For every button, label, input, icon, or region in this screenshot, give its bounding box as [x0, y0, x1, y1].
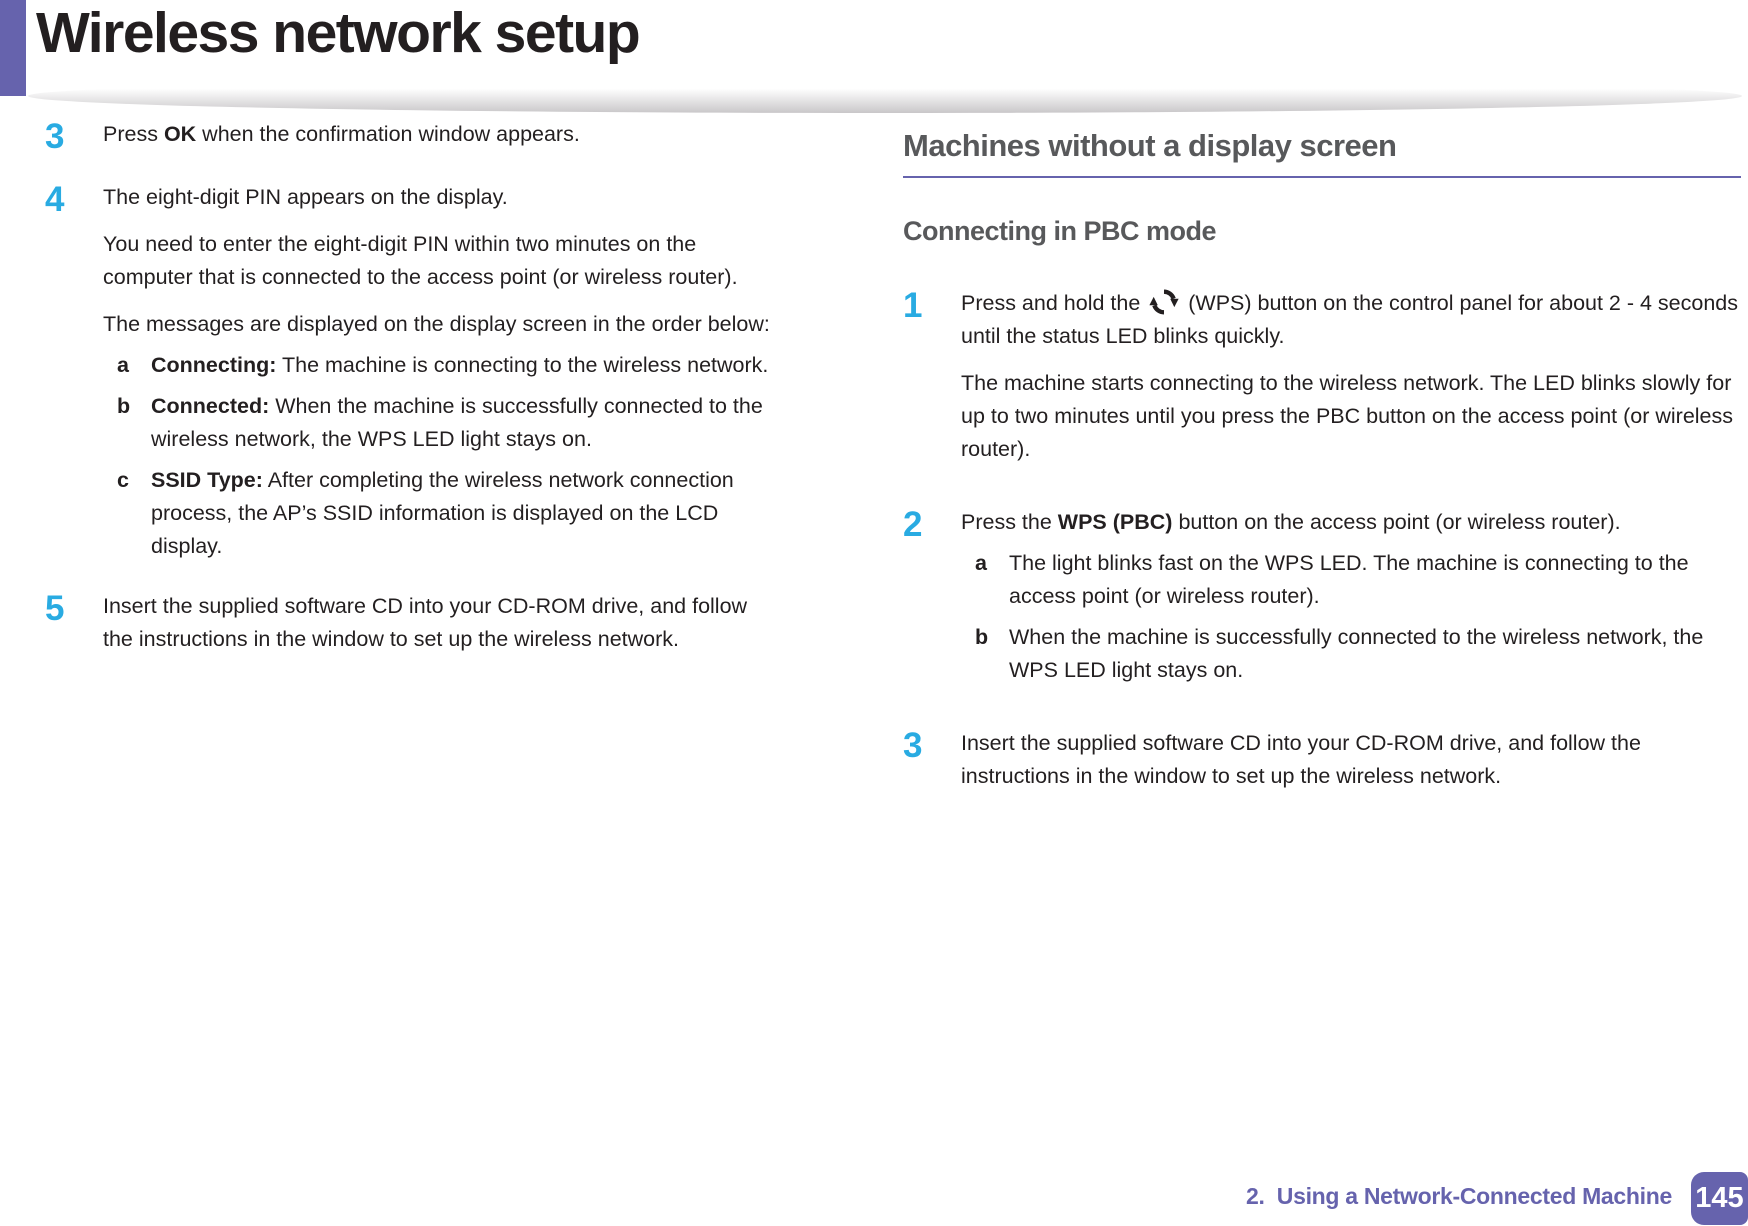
list-item-letter: a — [117, 353, 129, 377]
step-text: The eight-digit PIN appears on the displ… — [103, 181, 775, 563]
list-item-text: When the machine is successfully connect… — [1009, 625, 1704, 682]
step-text-post: (WPS) button on the control panel for ab… — [961, 291, 1739, 348]
step-2-right: 2 Press the WPS (PBC) button on the acce… — [903, 506, 1741, 687]
step-text: Insert the supplied software CD into you… — [961, 731, 1641, 788]
step-number: 4 — [45, 180, 65, 219]
step-3-right: 3 Insert the supplied software CD into y… — [903, 727, 1741, 793]
list-item-body: After completing the wireless network co… — [151, 468, 734, 558]
step-number: 3 — [903, 726, 923, 765]
step-2-line: Press the WPS (PBC) button on the access… — [961, 506, 1739, 539]
list-item: c SSID Type: After completing the wirele… — [117, 464, 775, 563]
page-title: Wireless network setup — [36, 1, 641, 65]
message-order-list: a Connecting: The machine is connecting … — [103, 349, 775, 563]
step-text-pre: Press the — [961, 510, 1058, 534]
step-text-bold: WPS (PBC) — [1057, 510, 1173, 534]
list-item: a Connecting: The machine is connecting … — [117, 349, 775, 382]
list-item-letter: b — [975, 625, 989, 649]
step-text: Press the WPS (PBC) button on the access… — [961, 506, 1739, 687]
step-4-left: 4 The eight-digit PIN appears on the dis… — [45, 181, 790, 563]
step-4-paragraph-1: You need to enter the eight-digit PIN wi… — [103, 232, 738, 289]
list-item: b When the machine is successfully conne… — [975, 621, 1739, 687]
step-text-pre: Press — [103, 122, 164, 146]
step-4-line: The eight-digit PIN appears on the displ… — [103, 185, 508, 209]
step-text-post: when the confirmation window appears. — [196, 122, 580, 146]
step-number: 3 — [45, 117, 65, 156]
list-item-label: Connecting: — [151, 353, 277, 377]
step-text: Press OK when the confirmation window ap… — [103, 118, 775, 151]
title-accent-bar — [0, 0, 26, 96]
section-rule — [903, 176, 1741, 178]
step-4-paragraph-2: The messages are displayed on the displa… — [103, 312, 770, 336]
step-number: 5 — [45, 589, 65, 628]
step-1-line: Press and hold the (WPS) button on the c… — [961, 287, 1739, 353]
list-item-text: The light blinks fast on the WPS LED. Th… — [1009, 551, 1689, 608]
list-item-label: Connected: — [151, 394, 270, 418]
list-item-body: When the machine is successfully connect… — [151, 394, 763, 451]
step-3-left: 3 Press OK when the confirmation window … — [45, 118, 790, 154]
page-number-badge: 145 — [1691, 1172, 1748, 1225]
list-item-text: Connecting: The machine is connecting to… — [151, 349, 775, 382]
step-text: Insert the supplied software CD into you… — [103, 594, 748, 651]
list-item-letter: a — [975, 551, 987, 575]
step-text-pre: Press and hold the — [961, 291, 1147, 315]
footer-chapter-label: 2. Using a Network-Connected Machine — [1246, 1183, 1672, 1209]
list-item-body: The machine is connecting to the wireles… — [276, 353, 769, 377]
list-item-text: Connected: When the machine is successfu… — [151, 390, 775, 456]
list-item-letter: c — [117, 468, 129, 492]
list-item: a The light blinks fast on the WPS LED. … — [975, 547, 1739, 613]
list-item-label: SSID Type: — [151, 468, 263, 492]
wps-circular-arrows-icon — [1149, 289, 1179, 315]
left-column: 3 Press OK when the confirmation window … — [45, 118, 790, 656]
right-column: Machines without a display screen Connec… — [903, 128, 1741, 793]
list-item-text: SSID Type: After completing the wireless… — [151, 464, 775, 563]
subsection-title: Connecting in PBC mode — [903, 216, 1217, 246]
section-title: Machines without a display screen — [903, 128, 1397, 163]
wps-led-list: a The light blinks fast on the WPS LED. … — [961, 547, 1739, 687]
step-1-paragraph: The machine starts connecting to the wir… — [961, 371, 1734, 461]
list-item: b Connected: When the machine is success… — [117, 390, 775, 456]
step-text-post: button on the access point (or wireless … — [1172, 510, 1621, 534]
list-item-letter: b — [117, 394, 131, 418]
step-text: Press and hold the (WPS) button on the c… — [961, 287, 1739, 466]
step-number: 2 — [903, 505, 923, 544]
step-number: 1 — [903, 286, 923, 325]
title-divider-shade — [28, 79, 1742, 113]
step-1-right: 1 Press and hold the (WPS) button on the… — [903, 287, 1741, 466]
step-5-left: 5 Insert the supplied software CD into y… — [45, 590, 790, 656]
step-text-bold: OK — [163, 122, 197, 146]
